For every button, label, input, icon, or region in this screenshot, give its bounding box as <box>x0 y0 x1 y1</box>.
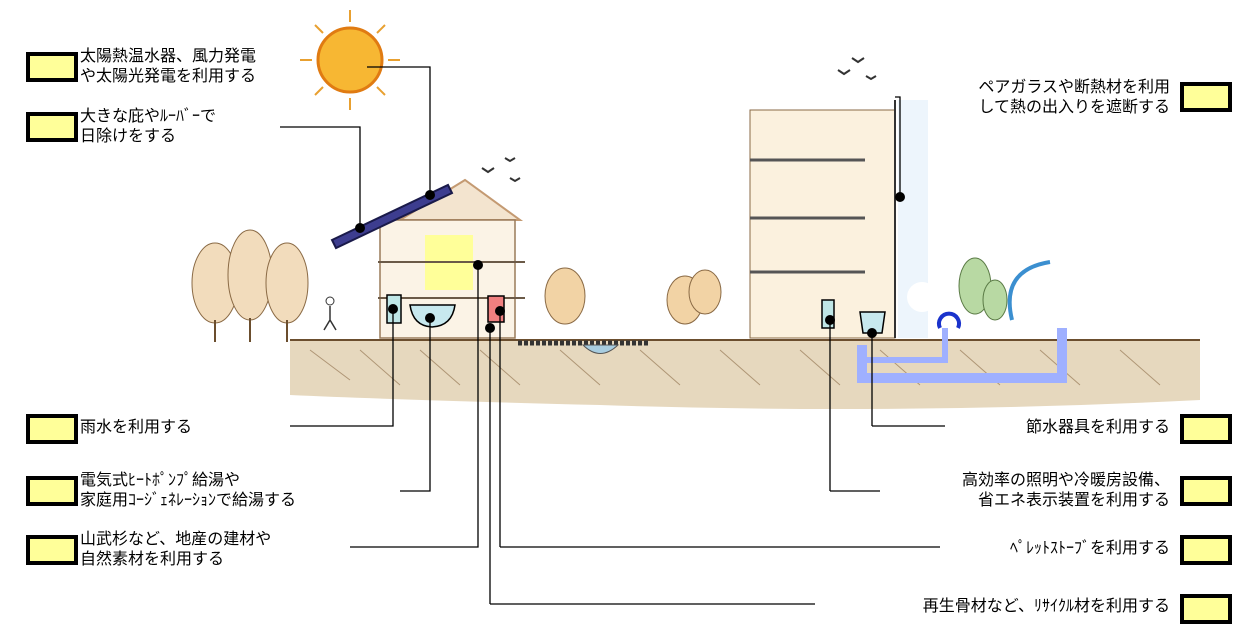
marker-box-lighting[interactable] <box>1180 476 1232 506</box>
label-eaves: 大きな庇やﾙｰﾊﾞｰで 日除けをする <box>80 106 216 146</box>
label-heatpump: 電気式ﾋｰﾄﾎﾟﾝﾌﾟ給湯や 家庭用ｺｰｼﾞｪﾈﾚｰｼｮﾝで給湯する <box>80 470 296 510</box>
label-rain: 雨水を利用する <box>80 417 192 437</box>
label-glass-line1: ペアガラスや断熱材を利用 <box>978 77 1170 96</box>
label-materials-line2: 自然素材を利用する <box>80 549 225 568</box>
marker-box-materials[interactable] <box>26 535 78 565</box>
leader-dots <box>355 190 905 338</box>
marker-box-water-saving[interactable] <box>1180 414 1232 444</box>
label-materials-line1: 山武杉など、地産の建材や <box>80 529 272 548</box>
label-solar-line2: や太陽光発電を利用する <box>80 66 257 85</box>
label-heatpump-line1: 電気式ﾋｰﾄﾎﾟﾝﾌﾟ給湯や <box>80 470 241 489</box>
leader-lines <box>280 66 945 605</box>
label-glass: ペアガラスや断熱材を利用 して熱の出入りを遮断する <box>978 77 1170 117</box>
label-lighting: 高効率の照明や冷暖房設備、 省エネ表示装置を利用する <box>962 470 1170 510</box>
label-rain-line1: 雨水を利用する <box>80 417 193 436</box>
marker-box-heatpump[interactable] <box>26 476 78 506</box>
label-glass-line2: して熱の出入りを遮断する <box>978 97 1170 116</box>
label-water-saving-line1: 節水器具を利用する <box>1025 417 1170 436</box>
label-lighting-line1: 高効率の照明や冷暖房設備、 <box>961 470 1170 489</box>
apartment-building <box>749 100 961 339</box>
marker-box-recycle[interactable] <box>1180 594 1232 624</box>
label-pellet: ﾍﾟﾚｯﾄｽﾄｰﾌﾞを利用する <box>1010 538 1170 558</box>
label-recycle-line1: 再生骨材など、ﾘｻｲｸﾙ材を利用する <box>922 596 1170 615</box>
water-pipe <box>857 328 1067 383</box>
marker-box-rain[interactable] <box>26 414 78 444</box>
stream <box>518 340 648 354</box>
trees-left <box>191 229 722 342</box>
birds-icon <box>481 57 877 183</box>
label-recycle: 再生骨材など、ﾘｻｲｸﾙ材を利用する <box>923 596 1170 616</box>
label-water-saving: 節水器具を利用する <box>1026 417 1170 437</box>
label-solar: 太陽熱温水器、風力発電 や太陽光発電を利用する <box>80 46 256 86</box>
marker-box-pellet[interactable] <box>1180 535 1232 565</box>
house-left <box>323 178 525 339</box>
marker-box-eaves[interactable] <box>26 112 78 142</box>
label-eaves-line2: 日除けをする <box>80 126 177 145</box>
marker-box-glass[interactable] <box>1180 82 1232 112</box>
marker-box-solar[interactable] <box>26 52 78 82</box>
label-heatpump-line2: 家庭用ｺｰｼﾞｪﾈﾚｰｼｮﾝで給湯する <box>80 490 297 509</box>
label-eaves-line1: 大きな庇やﾙｰﾊﾞｰで <box>80 106 217 125</box>
label-materials: 山武杉など、地産の建材や 自然素材を利用する <box>80 529 271 569</box>
label-lighting-line2: 省エネ表示装置を利用する <box>977 490 1170 509</box>
trees-right <box>958 257 1051 321</box>
label-solar-line1: 太陽熱温水器、風力発電 <box>80 46 257 65</box>
label-pellet-line1: ﾍﾟﾚｯﾄｽﾄｰﾌﾞを利用する <box>1009 538 1170 557</box>
sun-icon <box>300 10 400 110</box>
